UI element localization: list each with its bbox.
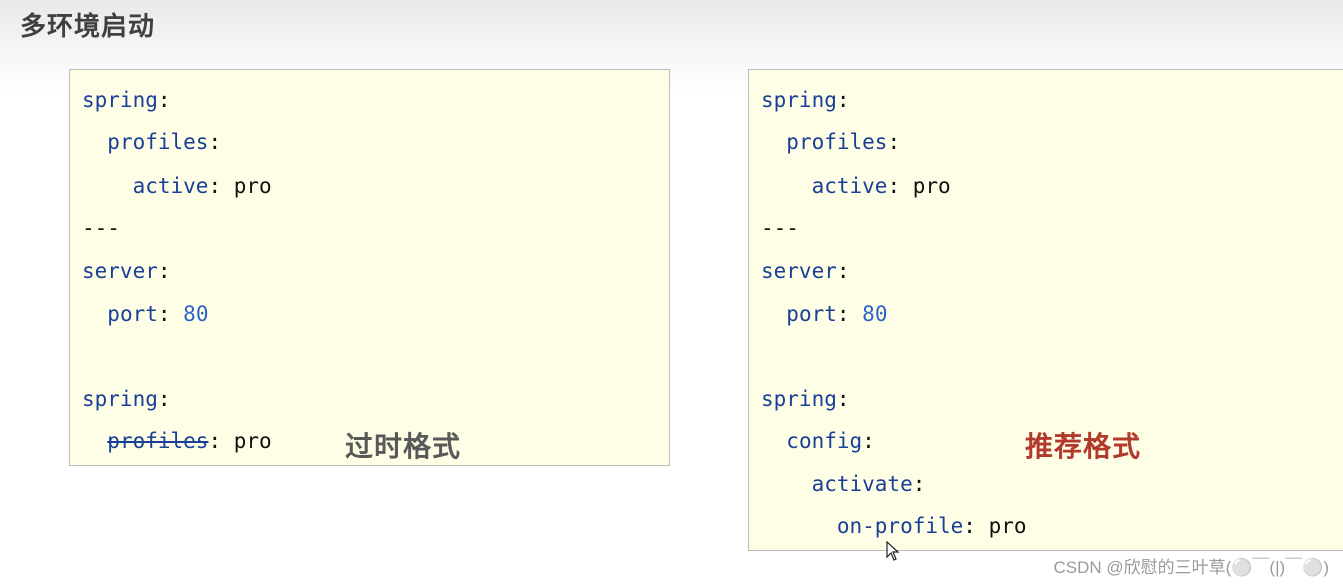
yaml-key: server xyxy=(761,259,837,283)
recommended-format-label: 推荐格式 xyxy=(1025,430,1142,463)
code-line: spring: xyxy=(761,387,850,411)
yaml-key: port xyxy=(107,302,158,326)
yaml-key: server xyxy=(82,259,158,283)
code-line: server: xyxy=(82,259,171,283)
yaml-value: pro xyxy=(975,514,1027,538)
deprecated-format-label: 过时格式 xyxy=(345,430,462,463)
code-line: active: pro xyxy=(811,174,951,198)
code-line: config: xyxy=(786,429,875,453)
csdn-watermark: CSDN @欣慰的三叶草(⚪￣(|)￣⚪) xyxy=(1053,558,1329,577)
code-line: activate: xyxy=(811,472,926,496)
document-separator: --- xyxy=(82,216,120,240)
code-line: port: 80 xyxy=(786,302,888,326)
yaml-value: pro xyxy=(221,429,272,453)
document-separator: --- xyxy=(761,216,799,240)
yaml-number-value: 80 xyxy=(170,302,209,326)
yaml-key: spring xyxy=(761,387,837,411)
code-line: active: pro xyxy=(132,174,272,198)
yaml-key: activate xyxy=(811,472,913,496)
code-line: profiles: xyxy=(786,130,901,154)
code-line: profiles: xyxy=(107,130,222,154)
yaml-key: spring xyxy=(82,88,158,112)
recommended-config-box: spring: profiles: active: pro --- server… xyxy=(748,69,1343,551)
code-line: spring: xyxy=(82,387,171,411)
yaml-key: profiles xyxy=(786,130,888,154)
yaml-key: port xyxy=(786,302,837,326)
code-line: on-profile: pro xyxy=(836,514,1027,538)
code-line: spring: xyxy=(82,88,171,112)
yaml-number-value: 80 xyxy=(849,302,888,326)
mouse-cursor-icon xyxy=(886,541,900,561)
yaml-value: pro xyxy=(900,174,951,198)
yaml-key: active xyxy=(132,174,209,198)
code-line: spring: xyxy=(761,88,850,112)
deprecated-yaml-key: profiles xyxy=(107,429,209,453)
code-line: server: xyxy=(761,259,850,283)
code-line: profiles: pro xyxy=(107,429,272,453)
slide-title: 多环境启动 xyxy=(20,12,156,42)
code-line: port: 80 xyxy=(107,302,209,326)
yaml-key: profiles xyxy=(107,130,209,154)
yaml-key: on-profile xyxy=(836,514,964,538)
yaml-key: spring xyxy=(82,387,158,411)
deprecated-config-box: spring: profiles: active: pro --- server… xyxy=(69,69,670,466)
yaml-value: pro xyxy=(221,174,272,198)
yaml-key: active xyxy=(811,174,888,198)
yaml-key: spring xyxy=(761,88,837,112)
yaml-key: config xyxy=(786,429,863,453)
